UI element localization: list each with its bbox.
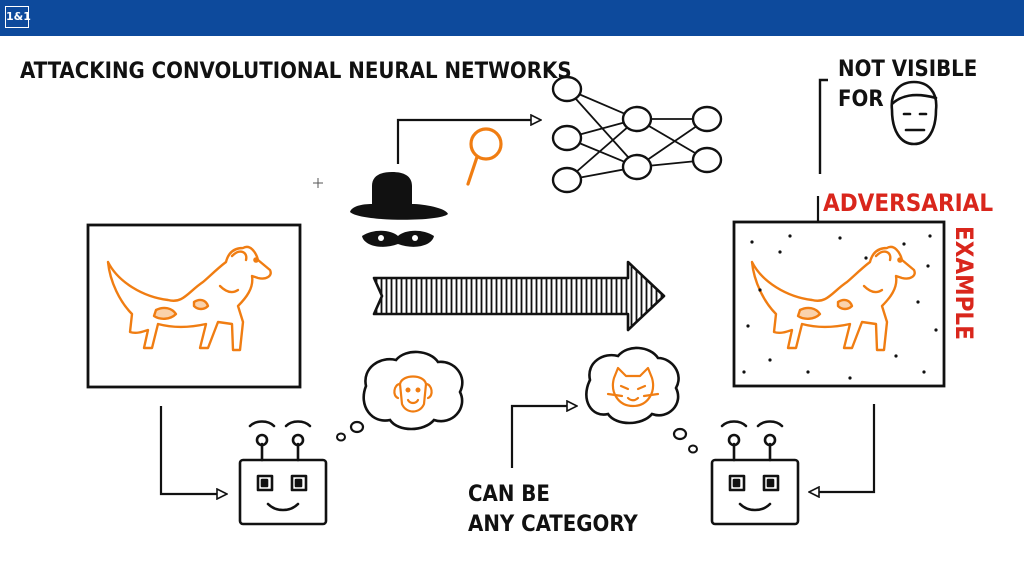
top-bar: 1&1 [0, 0, 1024, 36]
any-category-line-1: CAN BE [468, 482, 550, 507]
thought-bubble-dog [336, 350, 464, 442]
cursor-mark [313, 178, 323, 188]
right-image-to-robot-arrow [810, 404, 876, 492]
dog-face-icon [393, 375, 433, 413]
adversarial-label: ADVERSARIAL [823, 189, 993, 217]
brand-logo: 1&1 [5, 6, 31, 28]
left-image-to-robot-arrow [159, 406, 226, 494]
neural-network-icon [551, 75, 723, 194]
original-dog-image [86, 223, 302, 389]
robot-icon-left [238, 420, 328, 526]
noise-dots [742, 234, 938, 380]
any-category-line-2: ANY CATEGORY [468, 512, 638, 537]
adversarial-dog-image [732, 220, 946, 388]
diagram-canvas: ATTACKING CONVOLUTIONAL NEURAL NETWORKS … [20, 57, 993, 537]
spy-to-network-arrow [396, 120, 540, 164]
big-striped-arrow [372, 260, 666, 332]
spy-icon [350, 172, 448, 247]
not-visible-line-2: FOR [838, 87, 884, 112]
any-category-label: CAN BE ANY CATEGORY [468, 482, 638, 537]
not-visible-label: NOT VISIBLE FOR [838, 57, 977, 112]
text-to-cat-bubble-arrow [510, 406, 576, 468]
not-visible-bracket [818, 78, 828, 174]
not-visible-line-1: NOT VISIBLE [838, 57, 977, 82]
face-icon [890, 80, 938, 146]
cat-face-icon [606, 366, 660, 408]
magnifier-icon [466, 127, 503, 186]
example-label: EXAMPLE [950, 226, 978, 340]
robot-icon-right [710, 420, 800, 526]
diagram-title: ATTACKING CONVOLUTIONAL NEURAL NETWORKS [20, 59, 572, 84]
thought-bubble-cat [585, 346, 698, 454]
